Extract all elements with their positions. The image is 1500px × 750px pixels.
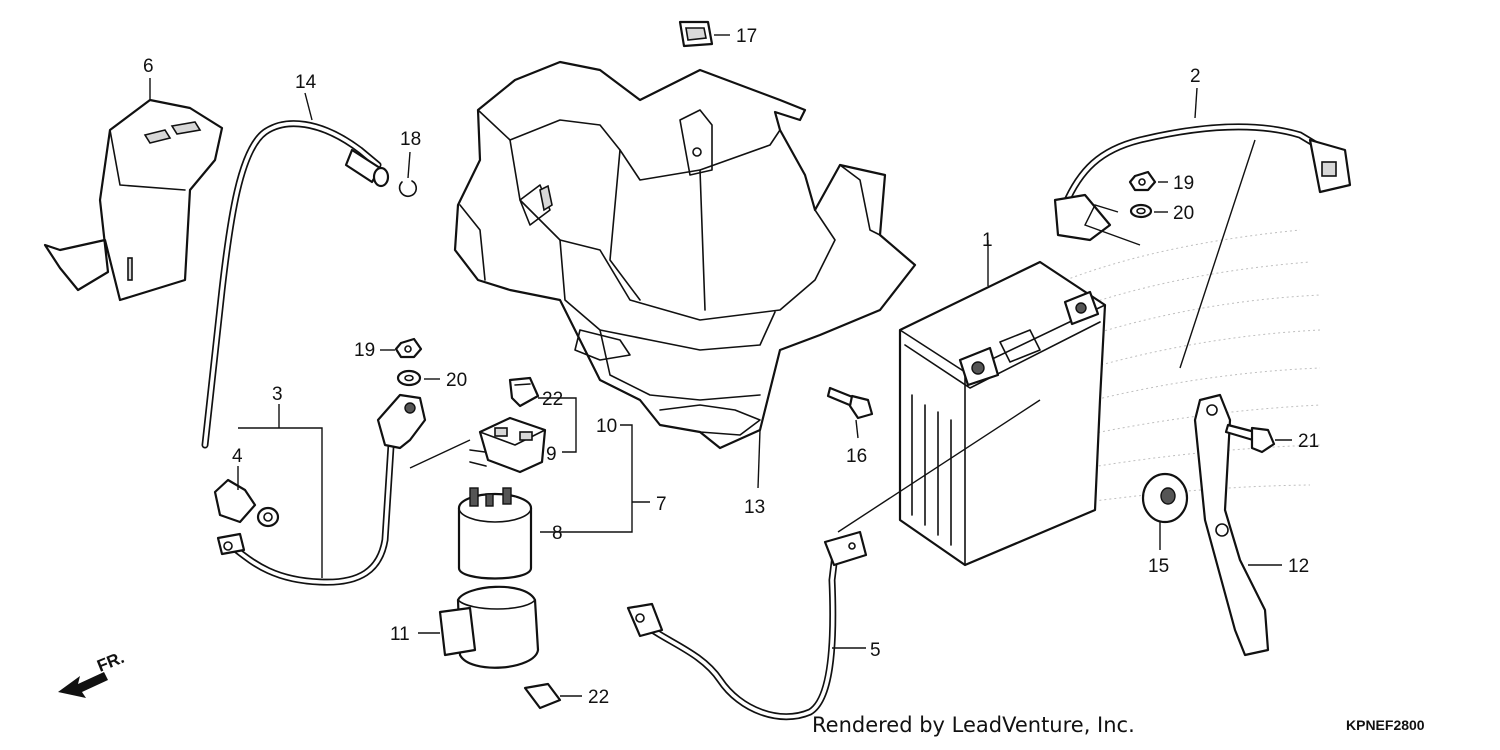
part-3-cable[interactable] <box>216 393 427 586</box>
callout-2: 2 <box>1190 66 1201 87</box>
part-9-fuse-box[interactable] <box>469 416 547 474</box>
part-15-mount[interactable] <box>1141 472 1189 524</box>
callout-8: 8 <box>552 523 563 544</box>
part-12-bracket[interactable] <box>1193 393 1270 657</box>
callout-21: 21 <box>1298 431 1319 452</box>
callout-17: 17 <box>736 26 757 47</box>
part-18-clip[interactable] <box>398 180 418 198</box>
leader-lines <box>149 34 1292 697</box>
part-4-cap[interactable] <box>213 478 280 528</box>
callout-1: 1 <box>982 230 993 251</box>
fr-arrow-icon: FR. <box>58 648 127 698</box>
callout-5: 5 <box>870 640 881 661</box>
part-21-bolt[interactable] <box>1224 423 1276 454</box>
callout-20-upper: 20 <box>1173 203 1194 224</box>
callout-10: 10 <box>596 416 617 437</box>
footer-credit: Rendered by LeadVenture, Inc. <box>812 713 1135 737</box>
callout-9: 9 <box>546 444 557 465</box>
callout-7: 7 <box>656 494 667 515</box>
part-5-cable[interactable] <box>626 530 868 721</box>
callout-6: 6 <box>143 56 154 77</box>
callout-16: 16 <box>846 446 867 467</box>
part-1-battery[interactable] <box>898 260 1107 567</box>
callout-18: 18 <box>400 129 421 150</box>
part-20-washer-lower[interactable] <box>396 369 422 387</box>
callout-22-upper: 22 <box>542 389 563 410</box>
callout-19-upper: 19 <box>1173 173 1194 194</box>
callout-19-lower: 19 <box>354 340 375 361</box>
callout-14: 14 <box>295 72 317 93</box>
diagram-code: KPNEF2800 <box>1346 717 1425 733</box>
callout-13: 13 <box>744 497 765 518</box>
callout-4: 4 <box>232 446 243 467</box>
callout-12: 12 <box>1288 556 1309 577</box>
part-8-relay[interactable] <box>457 487 533 580</box>
part-22-fuse-upper[interactable] <box>508 376 540 408</box>
part-19-nut-upper[interactable] <box>1128 170 1157 192</box>
callout-20-lower: 20 <box>446 370 467 391</box>
part-22-fuse-lower[interactable] <box>523 682 562 710</box>
part-2-cable[interactable] <box>1053 123 1352 242</box>
part-14-tube[interactable] <box>201 120 390 449</box>
part-20-washer-upper[interactable] <box>1129 203 1153 219</box>
callout-15: 15 <box>1148 556 1169 577</box>
callout-labels: 6 14 18 17 2 19 20 1 19 20 22 10 9 3 4 7… <box>143 26 1319 708</box>
callout-11: 11 <box>390 624 410 645</box>
callout-3: 3 <box>272 384 283 405</box>
part-19-nut-lower[interactable] <box>394 337 423 359</box>
part-16-bolt[interactable] <box>826 386 874 420</box>
part-6-cover[interactable] <box>43 98 224 302</box>
part-13-battery-box[interactable] <box>453 60 917 450</box>
part-17-clip[interactable] <box>678 20 714 48</box>
part-11-cover[interactable] <box>438 585 540 669</box>
fr-label: FR. <box>94 648 127 676</box>
callout-22-lower: 22 <box>588 687 609 708</box>
